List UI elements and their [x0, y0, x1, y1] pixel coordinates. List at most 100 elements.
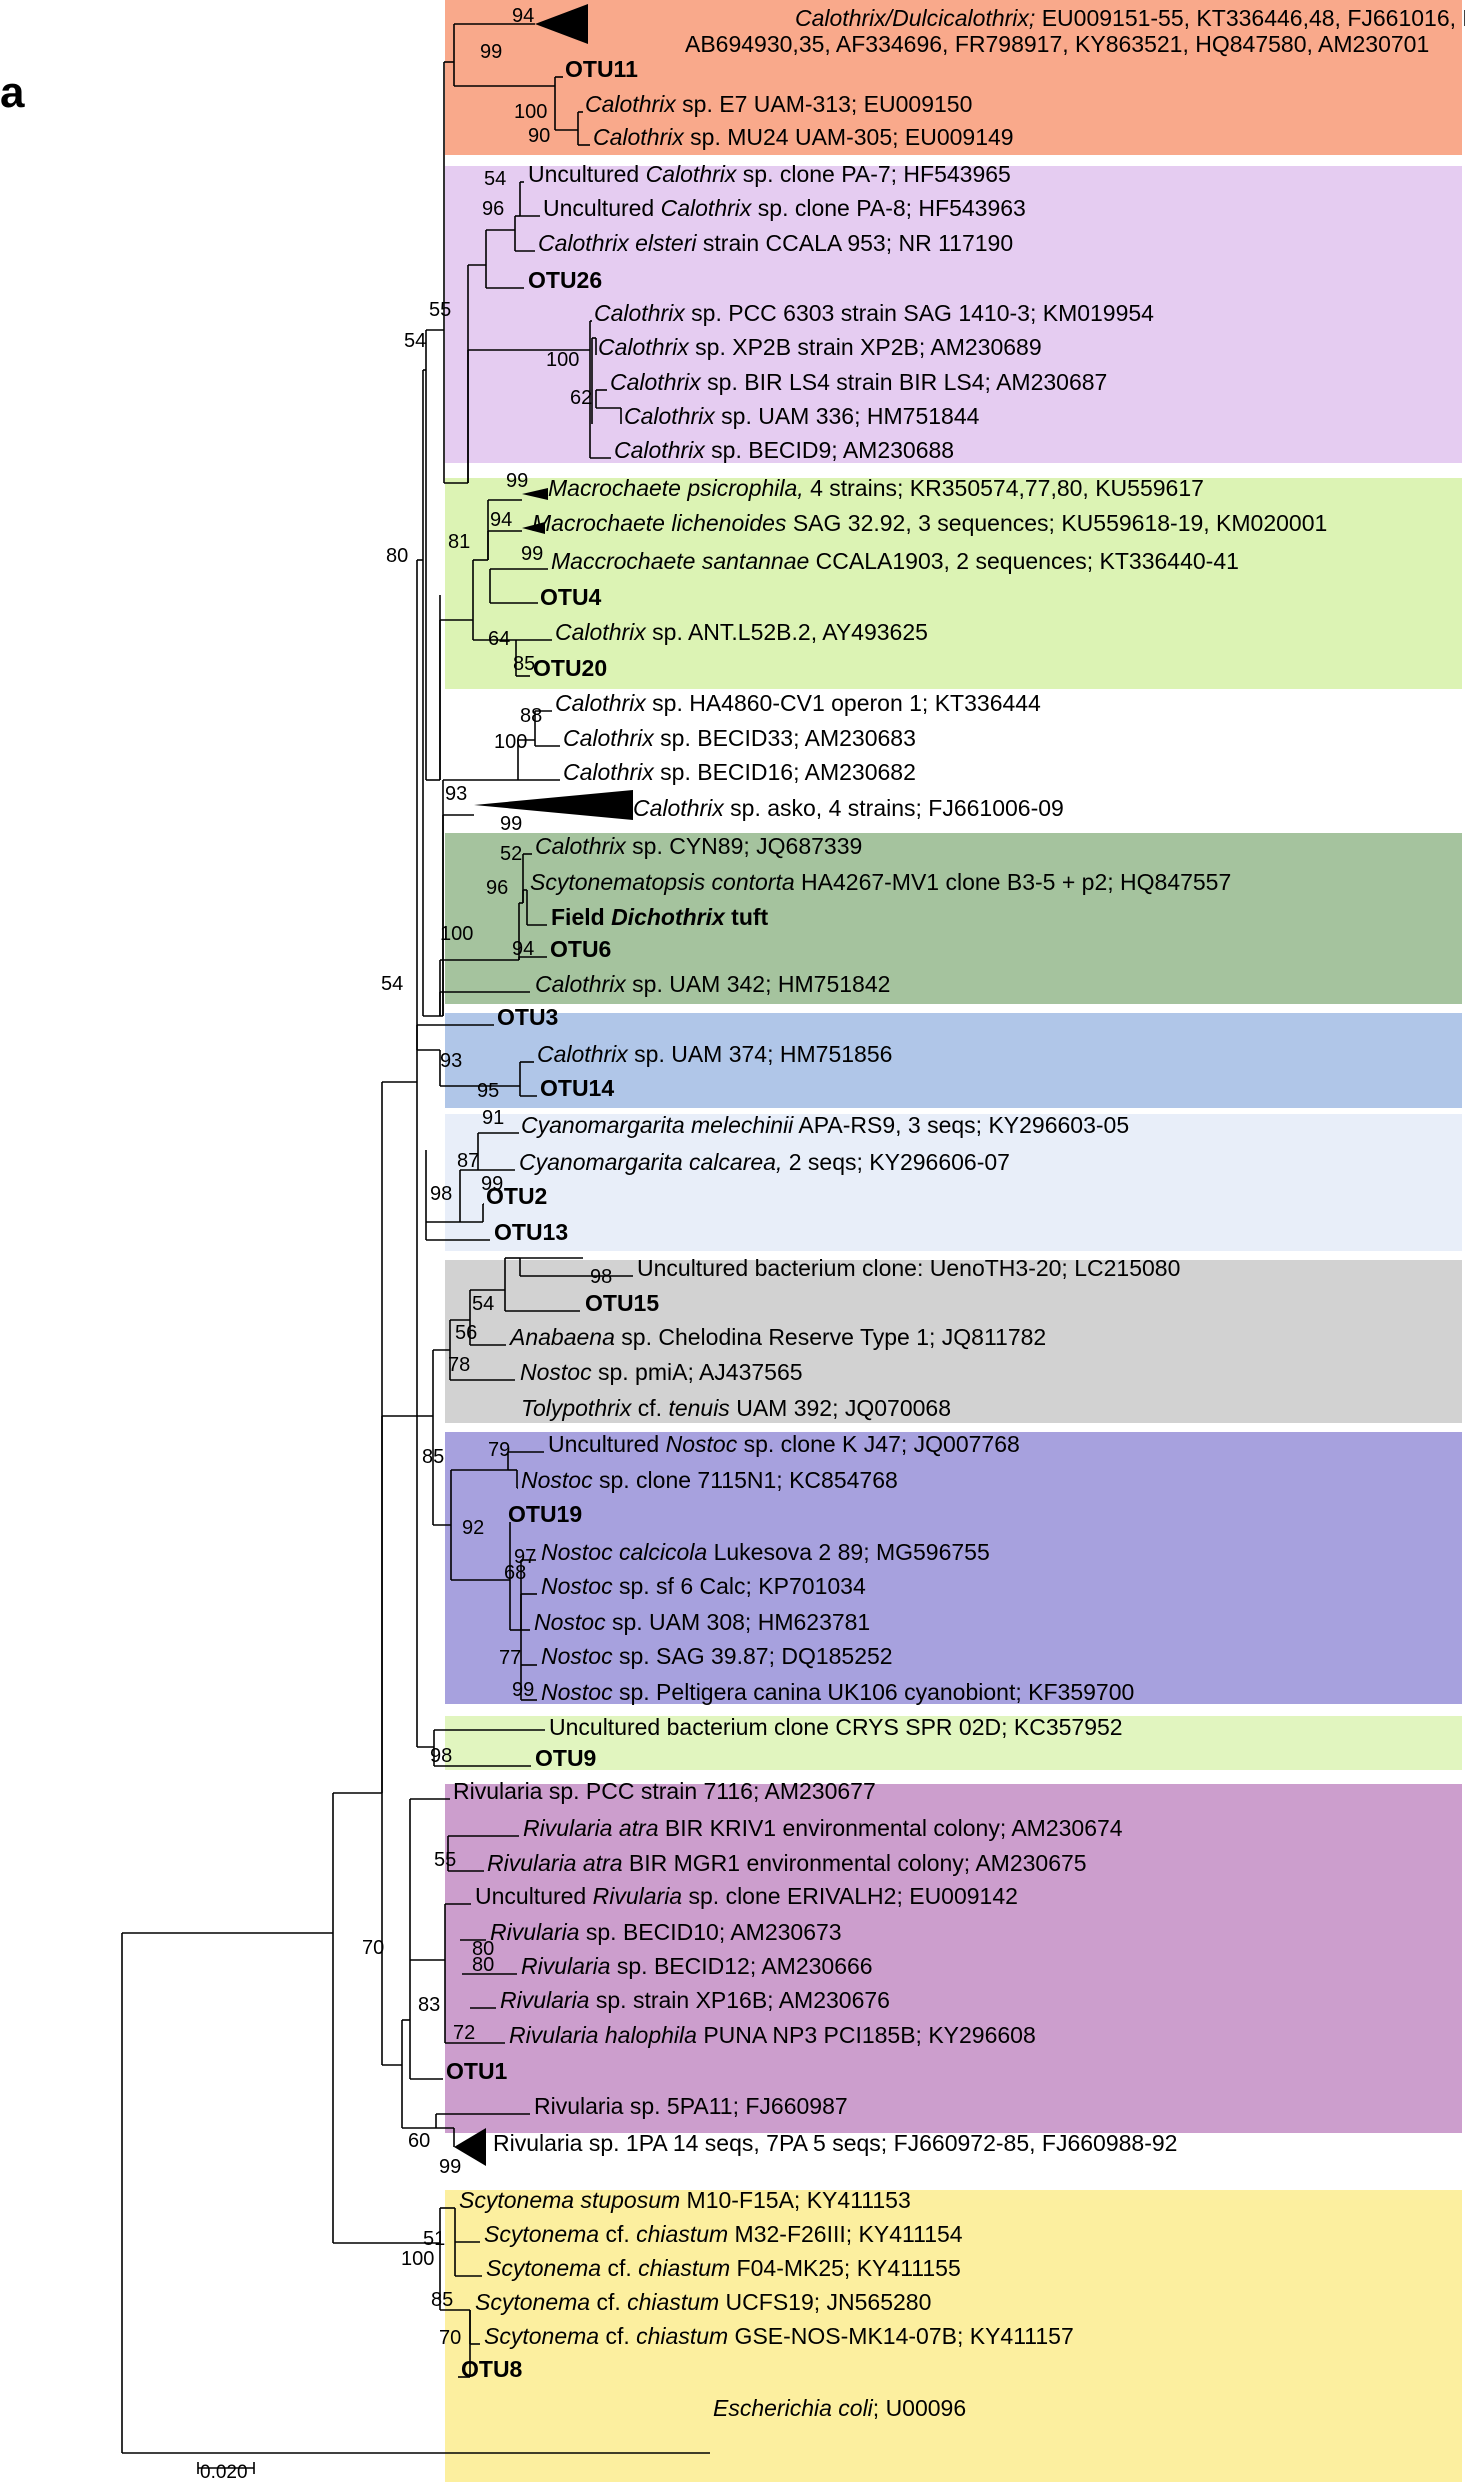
- support-value: 100: [494, 731, 527, 753]
- tip-label: Macrochaete lichenoides SAG 32.92, 3 seq…: [532, 510, 1327, 536]
- support-value: 87: [457, 1150, 479, 1172]
- collapsed-clade-triangle: [535, 4, 588, 44]
- tip-label: Scytonema stuposum M10-F15A; KY411153: [459, 2187, 911, 2213]
- tip-label: Nostoc calcicola Lukesova 2 89; MG596755: [541, 1539, 990, 1565]
- support-value: 80: [472, 1938, 494, 1960]
- collapsed-clade-triangle: [522, 488, 548, 500]
- support-value: 80: [386, 545, 408, 567]
- tip-label: Nostoc sp. SAG 39.87; DQ185252: [541, 1643, 893, 1669]
- tip-label: Cyanomargarita calcarea, 2 seqs; KY29660…: [519, 1149, 1010, 1175]
- tip-label: Uncultured Rivularia sp. clone ERIVALH2;…: [475, 1883, 1018, 1909]
- tip-label: Rivularia atra BIR MGR1 environmental co…: [487, 1850, 1087, 1876]
- support-value: 54: [404, 330, 426, 352]
- clade-box-c1: [445, 0, 1462, 155]
- support-value: 100: [440, 923, 473, 945]
- support-value: 88: [520, 705, 542, 727]
- tip-label: Scytonema cf. chiastum M32-F26III; KY411…: [484, 2221, 963, 2247]
- clade-box-c9: [445, 1716, 1462, 1770]
- support-value: 70: [362, 1937, 384, 1959]
- tip-label: Calothrix/Dulcicalothrix; EU009151-55, K…: [795, 5, 1465, 31]
- support-value: 56: [455, 1322, 477, 1344]
- tip-label: Rivularia sp. strain XP16B; AM230676: [500, 1987, 890, 2013]
- tip-label: Uncultured Calothrix sp. clone PA-8; HF5…: [543, 195, 1026, 221]
- support-value: 85: [431, 2289, 453, 2311]
- support-value: 99: [480, 41, 502, 63]
- support-value: 55: [434, 1849, 456, 1871]
- tip-label: Uncultured bacterium clone CRYS SPR 02D;…: [549, 1714, 1123, 1740]
- support-value: 100: [546, 349, 579, 371]
- tip-label: OTU26: [528, 267, 602, 293]
- tip-label: OTU1: [446, 2058, 508, 2084]
- tip-label: Rivularia atra BIR KRIV1 environmental c…: [523, 1815, 1123, 1841]
- tip-label: Scytonema cf. chiastum GSE-NOS-MK14-07B;…: [484, 2323, 1074, 2349]
- tip-label: OTU4: [540, 584, 602, 610]
- tip-label: Calothrix sp. XP2B strain XP2B; AM230689: [598, 334, 1042, 360]
- tip-label: Field Dichothrix tuft: [551, 904, 769, 930]
- tip-label: Rivularia sp. BECID12; AM230666: [521, 1953, 873, 1979]
- tip-label: OTU19: [508, 1501, 582, 1527]
- tip-label: Calothrix sp. BECID9; AM230688: [614, 437, 954, 463]
- support-value: 92: [462, 1517, 484, 1539]
- tip-label: Calothrix sp. BECID16; AM230682: [563, 759, 916, 785]
- tip-label: Scytonematopsis contorta HA4267-MV1 clon…: [530, 869, 1231, 895]
- support-value: 99: [521, 543, 543, 565]
- tip-label: Calothrix sp. UAM 336; HM751844: [624, 403, 980, 429]
- tip-label: Calothrix sp. HA4860-CV1 operon 1; KT336…: [555, 690, 1041, 716]
- support-value: 98: [430, 1183, 452, 1205]
- tip-label: Rivularia sp. PCC strain 7116; AM230677: [453, 1778, 876, 1804]
- tip-label: Calothrix sp. CYN89; JQ687339: [535, 833, 862, 859]
- support-value: 80: [472, 1954, 494, 1976]
- tip-label: Calothrix sp. E7 UAM-313; EU009150: [585, 91, 972, 117]
- tip-label: Calothrix elsteri strain CCALA 953; NR 1…: [538, 230, 1013, 256]
- tip-label: Calothrix sp. MU24 UAM-305; EU009149: [593, 124, 1014, 150]
- support-value: 99: [500, 813, 522, 835]
- support-value: 100: [514, 101, 547, 123]
- tip-label: Nostoc sp. UAM 308; HM623781: [534, 1609, 870, 1635]
- collapsed-clade-triangle: [474, 790, 633, 820]
- tip-label: Maccrochaete santannae CCALA1903, 2 sequ…: [551, 548, 1239, 574]
- collapsed-clade-triangle: [522, 522, 545, 534]
- support-value: 96: [486, 877, 508, 899]
- clade-box-c6: [445, 1114, 1462, 1251]
- tip-label: Calothrix sp. BECID33; AM230683: [563, 725, 916, 751]
- support-value: 81: [448, 531, 470, 553]
- support-value: 94: [490, 509, 512, 531]
- support-value: 54: [381, 973, 403, 995]
- tip-label: OTU3: [497, 1004, 558, 1030]
- support-value: 52: [500, 843, 522, 865]
- tip-label: Calothrix sp. asko, 4 strains; FJ661006-…: [633, 795, 1064, 821]
- tip-label: Rivularia halophila PUNA NP3 PCI185B; KY…: [509, 2022, 1036, 2048]
- tip-label: Rivularia sp. BECID10; AM230673: [490, 1919, 842, 1945]
- clade-box-c8: [445, 1432, 1462, 1704]
- clade-box-c11: [445, 2190, 1462, 2482]
- support-value: 79: [488, 1439, 510, 1461]
- tip-label: Scytonema cf. chiastum UCFS19; JN565280: [475, 2289, 931, 2315]
- support-value: 98: [430, 1745, 452, 1767]
- support-value: 54: [472, 1293, 494, 1315]
- tip-label: AB694930,35, AF334696, FR798917, KY86352…: [685, 31, 1429, 57]
- clade-box-c4: [445, 833, 1462, 1004]
- tip-label: OTU14: [540, 1075, 614, 1101]
- support-value: 85: [513, 653, 535, 675]
- tip-label: Uncultured Calothrix sp. clone PA-7; HF5…: [528, 161, 1011, 187]
- clade-box-c7: [445, 1260, 1462, 1423]
- tip-label: OTU8: [461, 2356, 523, 2382]
- support-value: 93: [445, 783, 467, 805]
- support-value: 62: [570, 387, 592, 409]
- support-value: 70: [439, 2327, 461, 2349]
- support-value: 97: [514, 1546, 536, 1568]
- tip-label: OTU9: [535, 1745, 596, 1771]
- support-value: 99: [506, 470, 528, 492]
- tip-label: Rivularia sp. 1PA 14 seqs, 7PA 5 seqs; F…: [493, 2130, 1177, 2156]
- support-value: 98: [590, 1266, 612, 1288]
- tip-label: Calothrix sp. UAM 342; HM751842: [535, 971, 890, 997]
- support-value: 99: [439, 2156, 461, 2178]
- collapsed-clade-triangle: [454, 2128, 486, 2166]
- support-value: 96: [482, 198, 504, 220]
- support-value: 99: [481, 1173, 503, 1195]
- support-value: 51: [423, 2228, 445, 2250]
- support-value: 94: [512, 5, 534, 27]
- tip-label: Escherichia coli; U00096: [713, 2395, 966, 2421]
- support-value: 91: [482, 1107, 504, 1129]
